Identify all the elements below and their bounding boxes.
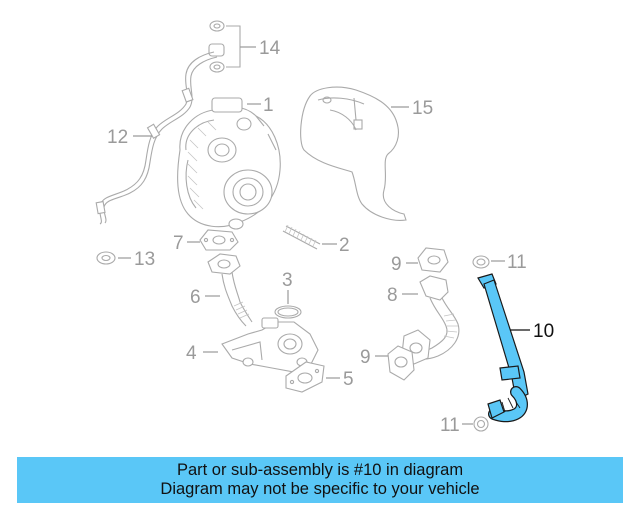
- part-11-seal-lower[interactable]: [462, 416, 489, 432]
- callout-15: 15: [412, 98, 433, 119]
- callout-7: 7: [173, 233, 184, 254]
- callout-12: 12: [107, 127, 128, 148]
- callout-13: 13: [134, 249, 155, 270]
- part-6-return-pipe[interactable]: [205, 253, 253, 327]
- parts-diagram: 1 2 3 4 5 6 7 8 9 9 10 11 11 12 13 14 15: [95, 20, 554, 436]
- part-15-heat-shield[interactable]: [300, 86, 409, 221]
- info-banner: Part or sub-assembly is #10 in diagram D…: [17, 457, 623, 503]
- part-3-o-ring[interactable]: [274, 290, 302, 319]
- part-9-gasket-lower[interactable]: [375, 345, 415, 381]
- callout-3: 3: [282, 270, 293, 291]
- callout-10: 10: [533, 321, 554, 342]
- part-10-pipe-highlighted[interactable]: [477, 273, 530, 423]
- part-11-seal-upper[interactable]: [472, 255, 505, 269]
- callout-2: 2: [339, 235, 350, 256]
- callout-4: 4: [186, 343, 197, 364]
- part-4-bracket[interactable]: [203, 317, 319, 373]
- banner-line-2: Diagram may not be specific to your vehi…: [160, 480, 480, 498]
- part-13-gasket[interactable]: [96, 251, 131, 265]
- callout-11-upper: 11: [507, 252, 527, 273]
- part-5-gasket[interactable]: [285, 361, 340, 393]
- part-12-oil-feed-line[interactable]: [95, 51, 218, 225]
- part-7-gasket[interactable]: [187, 229, 239, 251]
- part-9-gasket-upper[interactable]: [406, 247, 449, 273]
- part-14-washers[interactable]: [208, 20, 256, 73]
- callout-9-upper: 9: [391, 254, 402, 275]
- callout-6: 6: [190, 287, 201, 308]
- part-2-stud[interactable]: [282, 224, 337, 250]
- part-1-turbocharger[interactable]: [177, 97, 281, 230]
- callout-5: 5: [343, 369, 354, 390]
- callout-14: 14: [259, 38, 281, 59]
- callout-9-lower: 9: [360, 347, 371, 368]
- callout-1: 1: [263, 95, 274, 116]
- callout-11-lower: 11: [440, 415, 460, 436]
- banner-line-1: Part or sub-assembly is #10 in diagram: [176, 461, 464, 479]
- callout-8: 8: [387, 285, 398, 306]
